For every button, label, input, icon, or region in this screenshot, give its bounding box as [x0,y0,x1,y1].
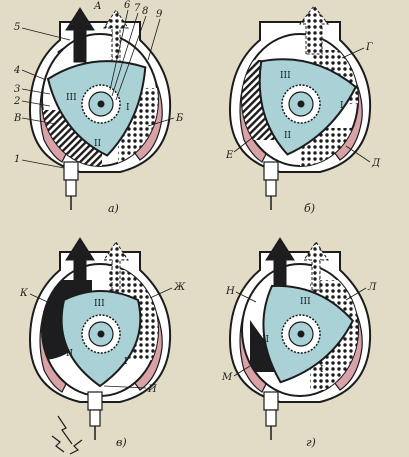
chamber-label-3: II [284,131,292,141]
label-N: Н [225,286,235,297]
chamber-label-3: II [94,139,102,149]
exhaust-port [65,7,95,63]
intake-port [303,241,329,291]
caption: а) [108,202,119,215]
spark-plug [263,161,279,210]
label-E: Е [225,150,234,161]
chamber-label-3: I [124,357,128,367]
panel-d: III II I Н Л М г) [221,237,377,449]
label-5: 5 [14,22,20,33]
caption: в) [116,436,127,449]
chamber-label-3: I [320,365,324,375]
leader-lines [233,287,367,377]
spark-plug [263,391,279,440]
label-4: 4 [13,65,20,76]
chamber-label-1: III [280,71,291,81]
label-L: Л [367,282,377,293]
chamber-label-2: I [340,101,344,111]
shaft-hub [297,100,305,108]
chamber-label-1: III [94,299,105,309]
label-2: 2 [13,96,20,107]
panel-c: III II I К Ж И в) [19,237,186,455]
label-B: Б [175,113,184,124]
chamber-label-2: II [262,335,270,345]
label-K: К [19,288,28,299]
shaft-hub [97,100,105,108]
exhaust-port [65,237,95,293]
label-I: И [147,384,157,395]
leader-lines [21,9,175,169]
label-M: М [221,372,233,383]
label-1: 1 [14,154,20,165]
shaft-hub [297,330,305,338]
spark-plug [63,161,79,210]
intake-port [298,5,330,55]
panel-b: III I II Г Е Д б) [225,5,381,215]
label-D: Д [371,158,381,169]
label-8: 8 [142,6,148,17]
label-V: В [13,113,21,124]
spark-plug [87,391,103,440]
chamber-label-2: I [126,103,130,113]
chamber-label-2: II [66,349,74,359]
leader-lines [29,287,173,389]
label-A: А [93,1,102,12]
leader-lines [233,47,371,163]
label-G: Г [365,42,373,53]
label-6: 6 [124,0,131,11]
chamber-label-1: III [300,297,311,307]
spark-bolt-icon [51,415,83,455]
panel-a: III I II А 5 6 7 8 9 4 3 2 В Б 1 а) [13,0,184,215]
chamber-exhaust-gas [250,320,290,372]
label-Zh: Ж [173,282,186,293]
chamber-label-1: III [66,93,77,103]
label-9: 9 [156,9,163,20]
exhaust-port [265,237,295,291]
label-7: 7 [134,3,141,14]
intake-port [103,241,129,291]
caption: г) [306,436,316,449]
shaft-hub [97,330,105,338]
label-3: 3 [14,84,20,95]
caption: б) [304,202,315,215]
intake-port [103,9,129,63]
